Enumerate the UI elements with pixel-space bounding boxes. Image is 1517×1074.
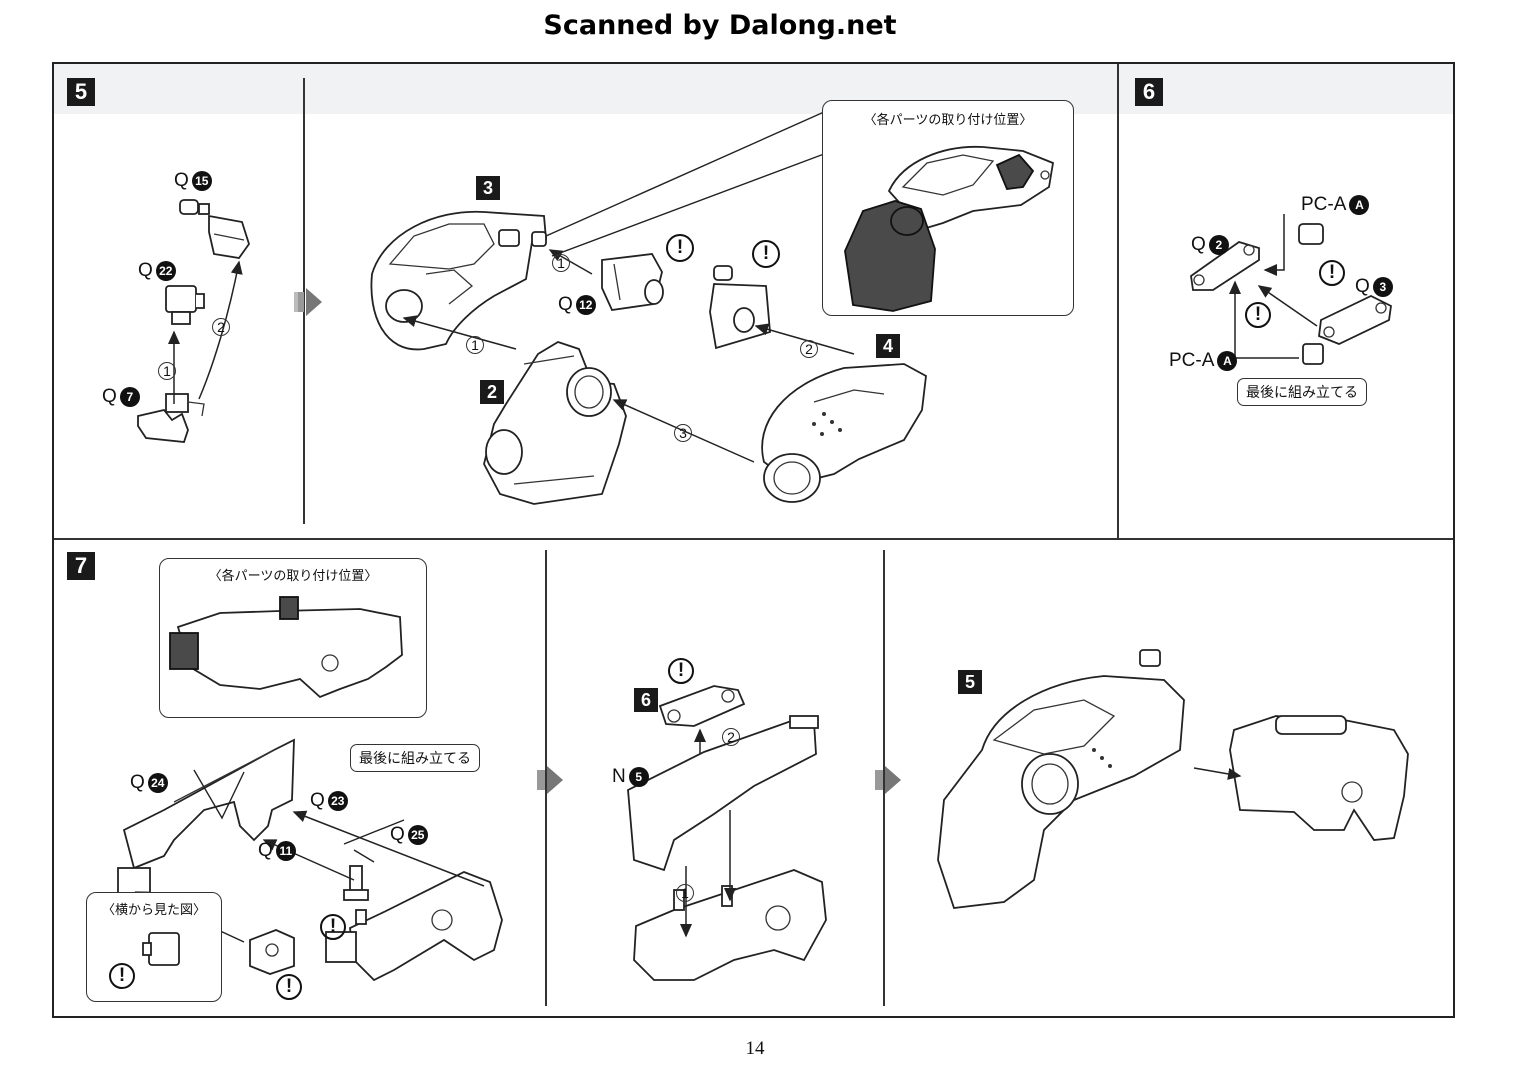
pca-bottom-part bbox=[1302, 343, 1324, 365]
q24-frame-part bbox=[117, 738, 295, 905]
warning-icon: ! bbox=[1245, 302, 1271, 328]
step-5-flow-arrow bbox=[294, 288, 322, 316]
step-6-badge: 6 bbox=[1135, 78, 1163, 106]
warning-icon: ! bbox=[666, 234, 694, 262]
step-6-drawing bbox=[1190, 214, 1392, 365]
warning-icon: ! bbox=[109, 963, 135, 989]
pca-top-part bbox=[1298, 223, 1324, 245]
q11-cube-part bbox=[249, 929, 295, 975]
part-4-badge: 4 bbox=[876, 334, 900, 358]
step-7-flow-arrow-2 bbox=[875, 766, 901, 794]
part-4-shell bbox=[761, 363, 927, 503]
part-3-badge: 3 bbox=[476, 176, 500, 200]
attachment-position-callout-7: 〈各パーツの取り付け位置〉 bbox=[159, 558, 427, 718]
order-2-marker: 2 bbox=[212, 318, 230, 336]
step-7-flow-arrow-1 bbox=[537, 766, 563, 794]
q12-part bbox=[601, 253, 664, 311]
attachment-position-callout: 〈各パーツの取り付け位置〉 bbox=[822, 100, 1074, 316]
n5-cover-part bbox=[627, 715, 819, 872]
warning-icon: ! bbox=[668, 658, 694, 684]
callout-title: 〈各パーツの取り付け位置〉 bbox=[863, 113, 1033, 128]
order-2-marker-7: 2 bbox=[722, 728, 740, 746]
assemble-last-note: 最後に組み立てる bbox=[1237, 378, 1367, 406]
q2-part bbox=[1190, 241, 1260, 291]
part-5-badge: 5 bbox=[958, 670, 982, 694]
callout-title: 〈各パーツの取り付け位置〉 bbox=[208, 569, 378, 584]
side-view-box: 〈横から見た図〉 ! bbox=[86, 892, 222, 1002]
part-6-piece bbox=[658, 685, 746, 727]
warning-icon: ! bbox=[320, 914, 346, 940]
assemble-last-note-7: 最後に組み立てる bbox=[350, 744, 480, 772]
part-3-arc bbox=[370, 210, 547, 351]
warning-icon: ! bbox=[276, 974, 302, 1000]
callout-7-drawing bbox=[169, 596, 403, 699]
side-view-title: 〈横から見た図〉 bbox=[101, 903, 206, 918]
q15-part bbox=[179, 199, 250, 259]
step-5-badge: 5 bbox=[67, 78, 95, 106]
q23-peg-part bbox=[343, 865, 369, 901]
step-5-panel: 5 bbox=[54, 64, 1117, 538]
q3-part bbox=[1318, 294, 1392, 345]
order-1-marker: 1 bbox=[158, 362, 176, 380]
row-divider bbox=[54, 538, 1453, 540]
warning-icon: ! bbox=[752, 240, 780, 268]
assembled-part-body bbox=[937, 649, 1185, 909]
page-number: 14 bbox=[745, 1038, 765, 1059]
part-2-body bbox=[483, 341, 627, 505]
scan-credit: Scanned by Dalong.net bbox=[543, 10, 897, 41]
part-2-badge: 2 bbox=[480, 380, 504, 404]
small-connector-part bbox=[709, 265, 771, 350]
callout-drawing bbox=[844, 145, 1055, 312]
step-7-badge: 7 bbox=[67, 552, 95, 580]
order-2-marker-main: 2 bbox=[800, 340, 818, 358]
side-view-drawing bbox=[142, 932, 180, 966]
warning-icon: ! bbox=[1319, 260, 1345, 286]
part-6-badge: 6 bbox=[634, 688, 658, 712]
order-1b-marker: 1 bbox=[466, 336, 484, 354]
assembled-gun-part bbox=[1229, 715, 1409, 841]
step-7-drawing bbox=[117, 550, 1409, 1006]
instruction-frame: 5 bbox=[52, 62, 1455, 1018]
q22-part bbox=[165, 285, 205, 325]
q7-part bbox=[137, 393, 205, 443]
step-7-panel: 7 bbox=[54, 540, 1453, 1016]
order-1a-marker: 1 bbox=[552, 254, 570, 272]
order-1-marker-7: 1 bbox=[676, 884, 694, 902]
step-5-drawing bbox=[137, 78, 927, 524]
step-6-header-band bbox=[1119, 64, 1453, 114]
order-3-marker: 3 bbox=[674, 424, 692, 442]
